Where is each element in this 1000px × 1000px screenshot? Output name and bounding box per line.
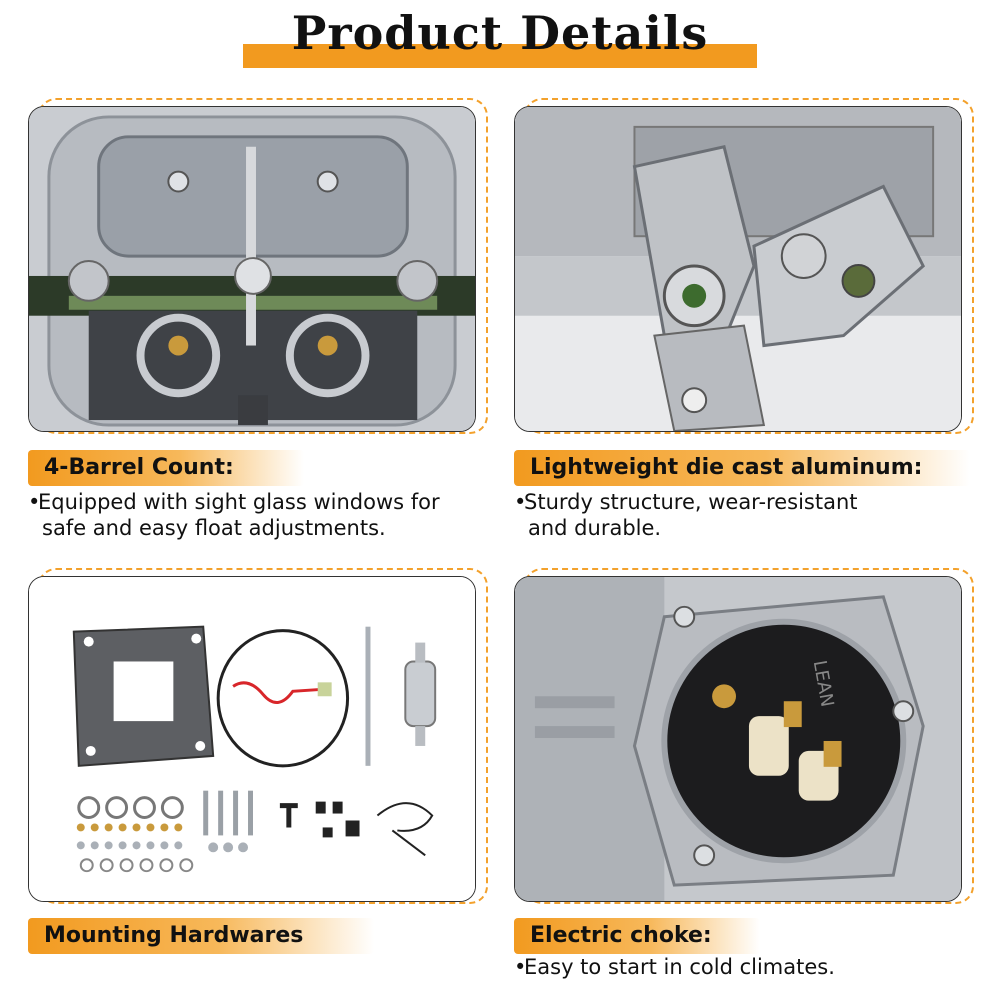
title-area: Product Details [0,0,1000,80]
description-line: •Equipped with sight glass windows for [28,489,498,515]
feature-label: Electric choke: [514,918,760,954]
bullet-icon: • [514,955,527,979]
description-line: and durable. [514,515,984,541]
feature-label: Mounting Hardwares [28,918,374,954]
bullet-icon: • [514,490,527,514]
carburetor-top-view-icon [28,106,476,432]
feature-label: Lightweight die cast aluminum: [514,450,970,486]
description-text: Equipped with sight glass windows for [38,490,440,514]
title-underline-bar [243,44,757,68]
description-line: safe and easy float adjustments. [28,515,498,541]
description-text: Sturdy structure, wear-resistant [524,490,858,514]
mounting-hardware-kit-icon [28,576,476,902]
description-text: and durable. [528,516,662,540]
description-line: •Easy to start in cold climates. [514,954,984,980]
bullet-icon: • [28,490,41,514]
feature-description: •Sturdy structure, wear-resistant and du… [514,489,984,541]
page-title: Product Details [291,6,709,60]
description-text: Easy to start in cold climates. [524,955,835,979]
feature-description: •Easy to start in cold climates. [514,954,984,980]
throttle-linkage-icon [514,106,962,432]
feature-description: •Equipped with sight glass windows for s… [28,489,498,541]
feature-label: 4-Barrel Count: [28,450,304,486]
description-text: safe and easy float adjustments. [42,516,386,540]
electric-choke-icon: LEAN [514,576,962,902]
description-line: •Sturdy structure, wear-resistant [514,489,984,515]
